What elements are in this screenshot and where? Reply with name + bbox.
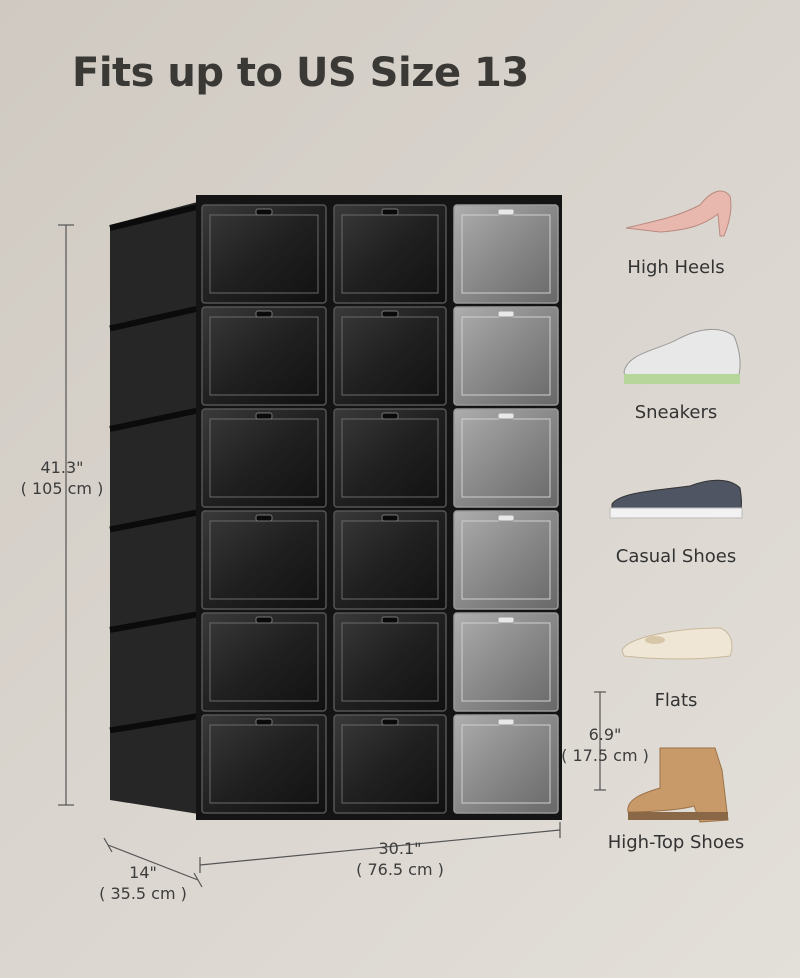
drawer-door — [201, 204, 327, 304]
drawer-handle — [255, 412, 273, 420]
side-shelf-line — [109, 304, 206, 332]
high-heel-icon — [625, 190, 732, 237]
shoe-label-flats: Flats — [654, 690, 698, 711]
drawer-handle — [255, 310, 273, 318]
drawer-door — [453, 306, 559, 406]
drawer-handle — [255, 514, 273, 522]
drawer-handle — [497, 616, 515, 624]
drawer-door — [333, 714, 447, 814]
side-shelf-line — [109, 406, 206, 432]
side-shelf-line — [109, 712, 206, 734]
shoe-label-high-heels: High Heels — [627, 257, 725, 278]
side-shelf-line — [109, 508, 206, 533]
drawer-door — [453, 510, 559, 610]
drawer-door — [333, 204, 447, 304]
drawer-handle — [381, 310, 399, 318]
drawer-door — [201, 306, 327, 406]
drawer-door — [201, 408, 327, 508]
drawer-handle — [381, 412, 399, 420]
height-imperial: 41.3" — [40, 458, 84, 477]
height-dimension: 41.3" ( 105 cm ) — [12, 457, 112, 499]
shoe-label-sneakers: Sneakers — [634, 402, 718, 423]
height-metric: ( 105 cm ) — [20, 479, 104, 498]
drawer-door — [333, 510, 447, 610]
drawer-handle — [497, 514, 515, 522]
drawer-door — [453, 612, 559, 712]
drawer-handle — [255, 718, 273, 726]
drawer-handle — [497, 412, 515, 420]
drawer-door — [333, 612, 447, 712]
drawer-door — [453, 204, 559, 304]
box-height-imperial: 6.9" — [588, 725, 622, 744]
shoe-label-high-top-shoes: High-Top Shoes — [607, 832, 745, 853]
drawer-door — [201, 510, 327, 610]
width-imperial: 30.1" — [378, 839, 422, 858]
depth-metric: ( 35.5 cm ) — [99, 884, 187, 903]
drawer-grid — [201, 204, 559, 814]
depth-dimension: 14" ( 35.5 cm ) — [88, 862, 198, 904]
drawer-handle — [381, 514, 399, 522]
drawer-door — [333, 306, 447, 406]
box-height-metric: ( 17.5 cm ) — [561, 746, 649, 765]
side-shelf-line — [109, 610, 206, 633]
width-dimension: 30.1" ( 76.5 cm ) — [345, 838, 455, 880]
drawer-handle — [497, 310, 515, 318]
drawer-door — [453, 714, 559, 814]
drawer-door — [453, 408, 559, 508]
drawer-handle — [497, 208, 515, 216]
drawer-handle — [255, 208, 273, 216]
drawer-door — [201, 714, 327, 814]
drawer-handle — [381, 208, 399, 216]
drawer-handle — [497, 718, 515, 726]
rack-side-column — [109, 200, 206, 815]
side-shelf-line — [109, 202, 206, 231]
drawer-handle — [255, 616, 273, 624]
casual-shoe-icon — [609, 479, 743, 519]
drawer-door — [201, 612, 327, 712]
width-metric: ( 76.5 cm ) — [356, 860, 444, 879]
depth-imperial: 14" — [129, 863, 157, 882]
dimension-lines — [58, 224, 606, 888]
boot-icon — [627, 747, 729, 823]
sneaker-icon — [623, 329, 741, 384]
drawer-handle — [381, 718, 399, 726]
page-title: Fits up to US Size 13 — [72, 50, 529, 96]
flat-shoe-icon — [621, 627, 733, 660]
drawer-door — [333, 408, 447, 508]
box-height-dimension: 6.9" ( 17.5 cm ) — [555, 724, 655, 766]
shoe-label-casual-shoes: Casual Shoes — [615, 546, 737, 567]
drawer-handle — [381, 616, 399, 624]
